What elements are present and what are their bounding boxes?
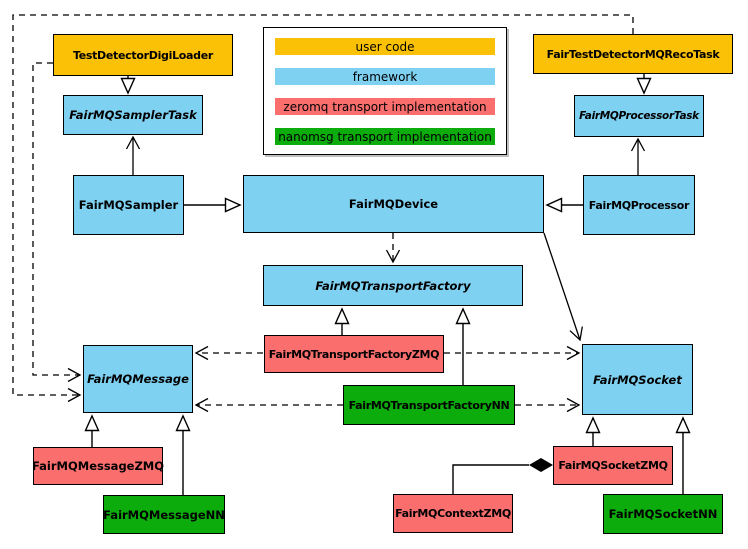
class-box-fairmqprocessor: FairMQProcessor <box>583 175 695 235</box>
legend-item-nanomsg: nanomsg transport implementation <box>275 128 495 145</box>
class-box-fairmqtransportfactorynn: FairMQTransportFactoryNN <box>343 385 515 425</box>
class-box-fairmqsocket: FairMQSocket <box>582 344 693 415</box>
legend-item-zeromq: zeromq transport implementation <box>275 98 495 115</box>
legend-label: user code <box>355 39 415 54</box>
class-box-testdetectordigiloader: TestDetectorDigiLoader <box>53 34 233 76</box>
class-box-fairmqtransportfactoryzmq: FairMQTransportFactoryZMQ <box>264 335 444 373</box>
composition-diamond-icon <box>529 458 553 472</box>
class-box-fairmqcontextzmq: FairMQContextZMQ <box>393 494 513 533</box>
class-box-fairmqprocessortask: FairMQProcessorTask <box>574 95 704 137</box>
class-box-fairmqmessagezmq: FairMQMessageZMQ <box>32 447 164 485</box>
edge-recotask-depends-message <box>12 14 634 403</box>
class-box-fairmqsampler: FairMQSampler <box>73 175 184 235</box>
class-box-fairmqsamplertask: FairMQSamplerTask <box>63 95 203 135</box>
edge-contextzmq-composedin-socketzmq <box>452 464 529 494</box>
class-box-fairmqmessagenn: FairMQMessageNN <box>103 495 225 534</box>
edge-device-uses-socket <box>543 232 583 342</box>
class-box-fairtestdetectormqrecotask: FairTestDetectorMQRecoTask <box>533 34 733 74</box>
legend-label: nanomsg transport implementation <box>278 129 492 144</box>
legend-item-user-code: user code <box>275 38 495 55</box>
class-box-fairmqtransportfactory: FairMQTransportFactory <box>263 265 523 306</box>
legend-label: zeromq transport implementation <box>283 99 487 114</box>
legend-item-framework: framework <box>275 68 495 85</box>
edge-digiloader-depends-message <box>32 62 82 383</box>
class-box-fairmqmessage: FairMQMessage <box>83 345 193 413</box>
legend-label: framework <box>352 69 418 84</box>
class-box-fairmqsocketnn: FairMQSocketNN <box>603 494 723 534</box>
class-box-fairmqdevice: FairMQDevice <box>243 175 544 233</box>
legend: user code framework zeromq transport imp… <box>263 27 507 155</box>
class-box-fairmqsocketzmq: FairMQSocketZMQ <box>553 446 673 485</box>
